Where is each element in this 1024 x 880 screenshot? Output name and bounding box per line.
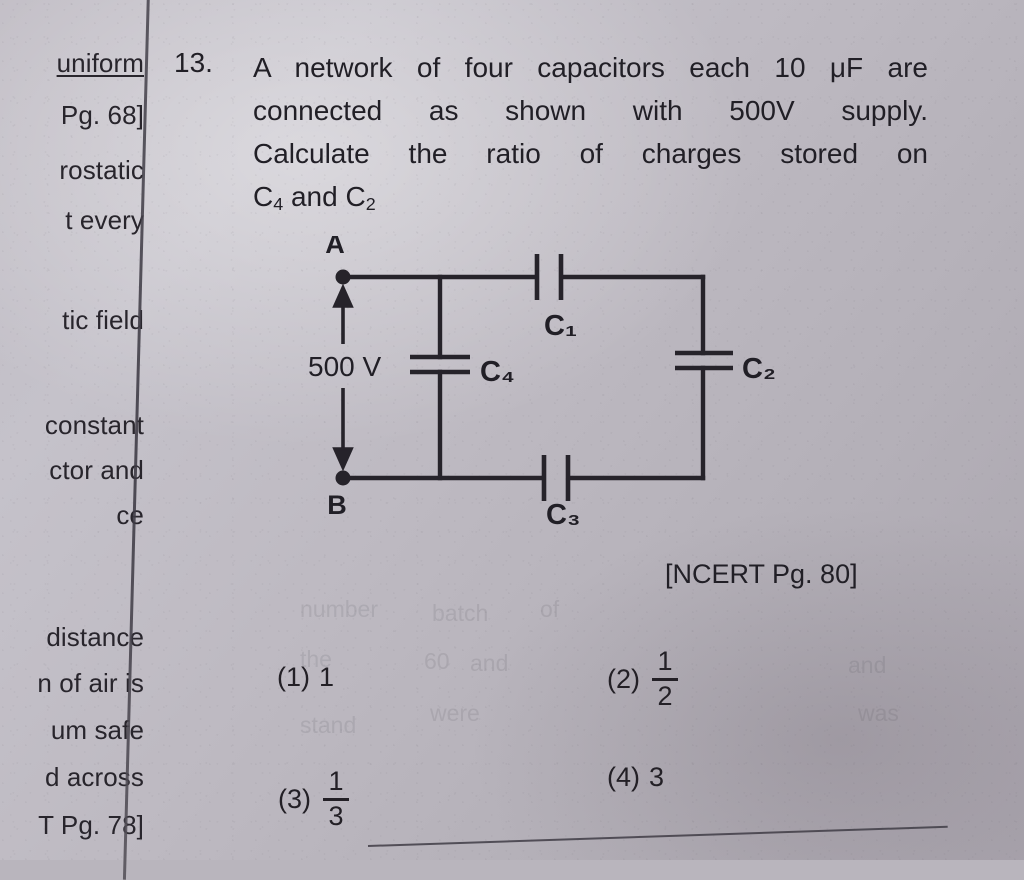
option-3-numerator: 1	[328, 766, 344, 796]
option-1-marker: (1)	[277, 662, 310, 692]
option-2-marker: (2)	[607, 663, 640, 694]
source-reference: [NCERT Pg. 80]	[665, 559, 858, 589]
option-3-denominator: 3	[328, 800, 344, 831]
option-2[interactable]: (2) 1 2	[607, 646, 678, 711]
option-2-numerator: 1	[657, 646, 673, 676]
option-1-value: 1	[319, 662, 335, 692]
ghost-bleed-text: were	[430, 700, 480, 726]
ghost-bleed-text: 60	[424, 648, 450, 674]
capacitor-network-diagram: A B 500 V C₁ C₂ C₃ C₄	[290, 236, 790, 536]
left-column-line: tic field	[62, 305, 144, 335]
capacitor-c2-symbol	[675, 350, 733, 371]
ghost-bleed-text: and	[470, 650, 509, 676]
ghost-bleed-text: and	[848, 652, 887, 678]
left-column-line: distance	[46, 622, 144, 652]
option-1[interactable]: (1) 1	[277, 662, 334, 693]
left-column-line: ctor and	[49, 455, 144, 485]
ghost-bleed-text: batch	[432, 600, 489, 626]
question-line-3: Calculate the ratio of charges stored on	[253, 138, 928, 169]
question-line-2: connected as shown with 500V supply.	[253, 95, 928, 126]
question-line-4: C4 and C2	[253, 175, 928, 226]
option-4-marker: (4)	[607, 762, 640, 792]
option-4[interactable]: (4) 3	[607, 762, 664, 793]
question-cap-a-name: C	[253, 181, 274, 212]
capacitor-c4-label: C₄	[480, 356, 515, 388]
left-column-line: rostatic	[59, 155, 144, 185]
fraction-bar	[323, 797, 349, 801]
node-b-label: B	[327, 490, 347, 520]
question-conjunction: and C	[283, 181, 366, 212]
option-2-fraction: 1 2	[652, 646, 678, 711]
node-a-dot	[335, 269, 351, 285]
option-4-value: 3	[649, 762, 665, 792]
left-column-line: uniform	[56, 48, 144, 78]
question-cap-b-subscript: 2	[365, 193, 376, 214]
option-3[interactable]: (3) 1 3	[278, 766, 349, 831]
ghost-bleed-text: was	[858, 700, 899, 726]
left-column-line: Pg. 68]	[60, 100, 144, 130]
option-3-marker: (3)	[278, 783, 311, 814]
question-number: 13.	[174, 47, 213, 78]
option-3-fraction: 1 3	[323, 766, 349, 831]
capacitor-c2-label: C₂	[742, 353, 776, 385]
supply-voltage-arrow	[332, 283, 354, 472]
capacitor-c4-symbol	[410, 354, 470, 375]
node-b-dot	[335, 470, 351, 486]
left-column-line: constant	[44, 410, 144, 440]
option-2-denominator: 2	[657, 680, 673, 711]
left-column-line: ce	[116, 500, 144, 530]
fraction-bar	[652, 677, 678, 681]
capacitor-c1-label: C₁	[544, 310, 577, 342]
supply-voltage-label: 500 V	[308, 351, 381, 382]
bottom-horizontal-rule	[367, 825, 948, 847]
capacitor-c3-symbol	[541, 455, 571, 501]
ghost-bleed-text: stand	[300, 712, 357, 738]
question-line-1: A network of four capacitors each 10 μF …	[253, 52, 928, 83]
node-a-label: A	[325, 236, 345, 259]
capacitor-c3-label: C₃	[546, 499, 580, 531]
capacitor-c1-symbol	[534, 254, 564, 300]
left-column-line: n of air is	[37, 668, 144, 698]
ghost-bleed-text: of	[540, 596, 560, 622]
question-cap-a-subscript: 4	[273, 193, 284, 214]
question-text-block: A network of four capacitors each 10 μF …	[253, 46, 928, 226]
ghost-bleed-text: number	[300, 596, 378, 622]
left-column-line: t every	[65, 205, 144, 235]
